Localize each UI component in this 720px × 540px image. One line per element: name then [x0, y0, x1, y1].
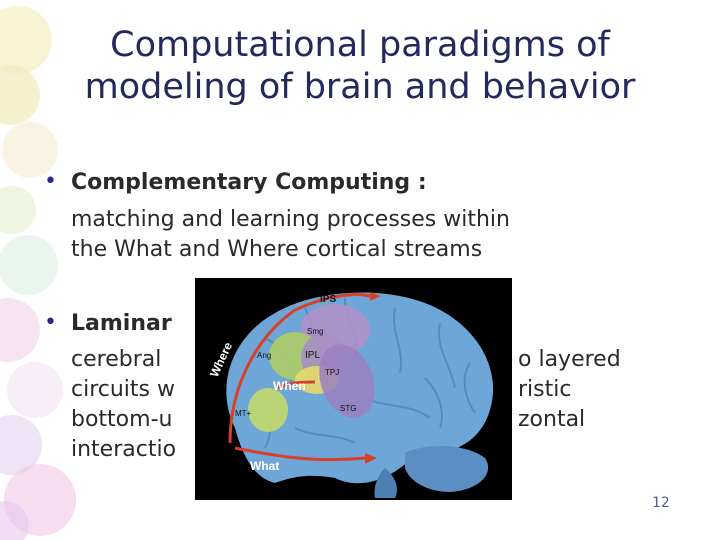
bullet1-heading: Complementary Computing :: [71, 170, 427, 195]
bullet2-line1-right: o layered: [518, 347, 621, 372]
bullet2-line2-left: circuits w: [71, 377, 175, 402]
brain-diagram-figure: IPS Smg Ang IPL TPJ When MT+ STG Where W…: [195, 278, 512, 500]
bullet2-line4-left: interactio: [71, 437, 177, 462]
bullet2-line3-left: bottom-u: [71, 407, 173, 432]
decorative-balloons-background: [0, 6, 76, 540]
bullet2-line1-left: cerebral: [71, 347, 162, 372]
bullet2-heading: Laminar: [71, 311, 172, 336]
bullet1-line2: the What and Where cortical streams: [71, 237, 483, 262]
label-when: When: [273, 379, 306, 393]
label-ipl: IPL: [305, 350, 320, 361]
label-ips: IPS: [320, 294, 336, 305]
bullet-point-icon: •: [44, 310, 57, 335]
label-ang: Ang: [257, 351, 271, 360]
label-smg: Smg: [307, 327, 323, 336]
label-tpj: TPJ: [325, 368, 339, 377]
bullet2-line2-right: ristic: [518, 377, 572, 402]
bullet1-line1: matching and learning processes within: [71, 207, 510, 232]
bullet-point-icon: •: [44, 169, 57, 194]
page-number: 12: [652, 495, 670, 511]
slide-title-line-2: modeling of brain and behavior: [84, 67, 636, 107]
label-stg: STG: [340, 404, 356, 413]
slide-title-line-1: Computational paradigms of: [110, 25, 610, 65]
label-mt: MT+: [235, 409, 252, 418]
label-what: What: [250, 459, 279, 473]
bullet2-line3-right: zontal: [518, 407, 586, 432]
